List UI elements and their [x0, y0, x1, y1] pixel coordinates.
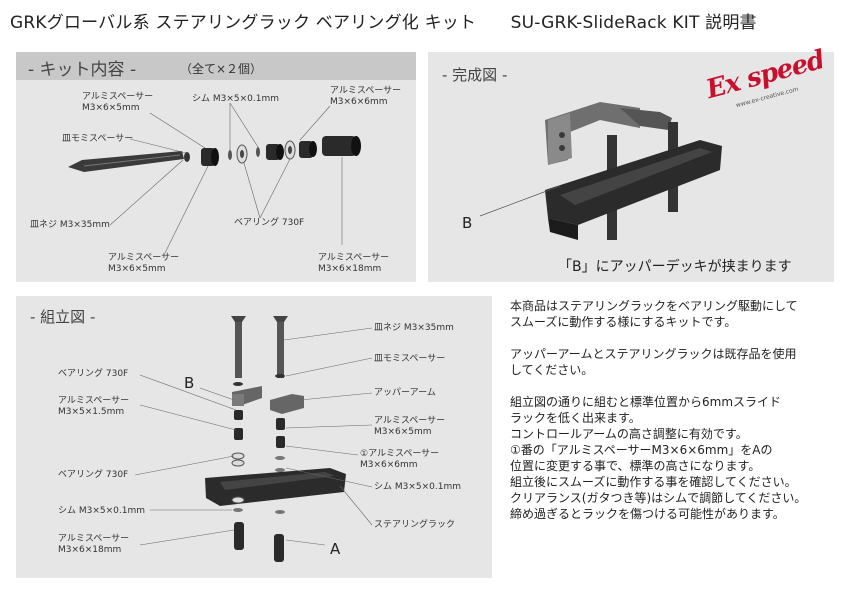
completed-steering-rack	[545, 140, 722, 240]
description-line: 位置に変更する事で、標準の高さになります。	[510, 459, 761, 473]
alu-spacer-18mm-part	[322, 136, 361, 156]
alu-spacer-6mm-part	[266, 144, 284, 160]
alu-spacer-5mm-part-b	[299, 141, 317, 158]
assembly-label-b: B	[184, 374, 195, 392]
assembly-screw-right	[277, 318, 284, 378]
description-line: コントロールアームの高さ調整に有効です。	[510, 427, 748, 441]
assembly-label-rack: ステアリングラック	[374, 520, 456, 530]
assembly-shim-right-b	[275, 468, 285, 472]
completed-upper-arm	[545, 102, 672, 165]
assembly-spacer-left-1	[234, 410, 243, 420]
kit-label-countersunk-spacer: 皿モミスペーサー	[62, 134, 134, 144]
bearing-part-1	[236, 144, 248, 164]
assembly-label-upper-arm: アッパーアーム	[374, 388, 436, 398]
description-text: 本商品はステアリングラックをベアリング駆動にして スムーズに動作する様にするキッ…	[510, 298, 830, 522]
description-line: クリアランス(ガタつき等)はシムで調節してください。	[510, 491, 807, 505]
assembly-shim-left	[233, 508, 243, 512]
kit-leader-lines	[109, 102, 343, 254]
assembly-shim-right-2	[275, 510, 285, 514]
assembly-steering-rack	[205, 468, 346, 506]
description-line: 組立後にスムーズに動作する事を確認してください。	[510, 475, 797, 489]
assembly-label-alu-spacer-5: アルミスペーサー M3×6×5mm	[374, 416, 446, 437]
shim-part-1	[228, 150, 232, 160]
assembly-shim-right	[275, 456, 285, 460]
description-line: アッパーアームとステアリングラックは既存品を使用	[510, 347, 797, 361]
page-title: GRKグローバル系 ステアリングラック ベアリング化 キット SU-GRK-Sl…	[10, 13, 757, 33]
kit-contents-heading: - キット内容 -	[28, 60, 137, 80]
assembly-label-bearing-1: ベアリング 730F	[58, 369, 129, 379]
shim-part-2	[256, 147, 260, 157]
assembly-spacer-18-left	[234, 522, 244, 550]
assembly-label-shim-right: シム M3×5×0.1mm	[374, 482, 462, 492]
assembly-bearing-left-2	[231, 496, 245, 504]
assembly-countersunk-right	[275, 374, 285, 378]
alu-spacer-5mm-part	[201, 148, 219, 166]
assembly-label-bearing-2: ベアリング 730F	[58, 470, 129, 480]
kit-label-screw: 皿ネジ M3×35mm	[30, 220, 110, 230]
completed-leader-b	[479, 185, 561, 217]
assembly-label-a: A	[330, 540, 341, 558]
description-line: してください。	[510, 363, 594, 377]
assembly-spacer-right-2	[276, 436, 285, 448]
assembly-label-alu-spacer-6: ①アルミスペーサー M3×6×6mm	[360, 449, 440, 470]
assembly-label-screw: 皿ネジ M3×35mm	[374, 323, 454, 333]
description-line: ラックを低く出来ます。	[510, 411, 641, 425]
assembly-upper-arm-left	[232, 386, 262, 406]
kit-label-alu-spacer-b: アルミスペーサー M3×6×6mm	[330, 86, 402, 107]
description-line: 本商品はステアリングラックをベアリング駆動にして	[510, 299, 798, 313]
kit-label-alu-spacer-d: アルミスペーサー M3×6×18mm	[318, 253, 390, 274]
assembly-screw-left	[235, 318, 242, 378]
assembly-bearing-left-1	[231, 452, 245, 460]
complete-label-b: B	[462, 214, 473, 232]
assembly-heading: - 組立図 -	[30, 308, 96, 326]
kit-label-alu-spacer-a: アルミスペーサー M3×6×5mm	[82, 92, 154, 113]
countersunk-screw-part	[68, 151, 184, 172]
description-line: 組立図の通りに組むと標準位置から6mmスライド	[510, 395, 782, 409]
assembly-panel	[16, 296, 492, 578]
complete-heading: - 完成図 -	[442, 66, 508, 84]
countersunk-spacer-part	[184, 152, 190, 162]
assembly-spacer-right-1	[276, 418, 285, 430]
kit-label-alu-spacer-c: アルミスペーサー M3×6×5mm	[108, 253, 180, 274]
complete-caption: 「B」にアッパーデッキが挟まります	[558, 259, 792, 275]
kit-quantity-note: （全て×２個）	[180, 62, 263, 76]
kit-label-shim: シム M3×5×0.1mm	[192, 94, 280, 104]
assembly-bearing-left-1b	[231, 459, 245, 467]
kit-label-bearing: ベアリング 730F	[234, 218, 305, 228]
assembly-countersunk-left	[233, 382, 243, 386]
description-line: ①番の「アルミスペーサーM3×6×6mm」をAの	[510, 443, 773, 457]
assembly-upper-arm-right	[270, 394, 304, 414]
assembly-label-countersunk-spacer: 皿モミスペーサー	[374, 354, 446, 364]
assembly-spacer-18-right	[274, 534, 284, 562]
assembly-label-alu-spacer-18: アルミスペーサー M3×6×18mm	[58, 534, 130, 555]
assembly-leader-lines	[134, 327, 373, 546]
kit-contents-heading-bar	[16, 52, 416, 80]
assembly-label-alu-spacer-15: アルミスペーサー M3×5×1.5mm	[58, 396, 130, 417]
assembly-spacer-left-2	[234, 428, 243, 440]
assembly-label-shim: シム M3×5×0.1mm	[58, 506, 146, 516]
description-line: スムーズに動作する様にするキットです。	[510, 315, 737, 329]
description-line: 締め過ぎるとラックを傷つける可能性があります。	[510, 507, 785, 521]
